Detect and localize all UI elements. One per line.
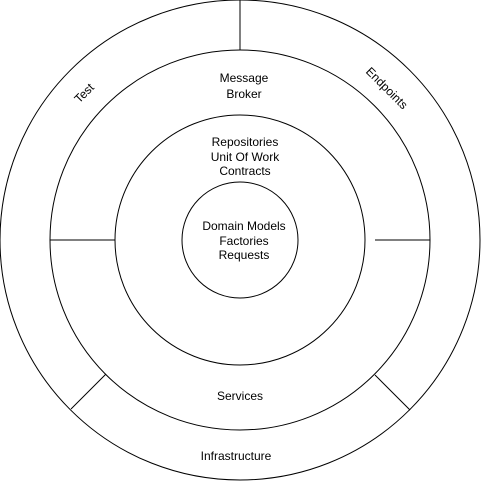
message-broker-label-line1: Message bbox=[220, 71, 269, 85]
domain-models-label: Domain Models bbox=[202, 219, 285, 233]
divider-bottom-right bbox=[374, 374, 411, 411]
contracts-label: Contracts bbox=[219, 164, 270, 178]
unit-of-work-label: Unit Of Work bbox=[211, 150, 280, 164]
core-circle bbox=[181, 181, 299, 299]
message-broker-label-line2: Broker bbox=[226, 87, 261, 101]
divider-bottom-left bbox=[70, 373, 107, 410]
factories-label: Factories bbox=[219, 234, 268, 248]
repositories-label: Repositories bbox=[212, 135, 279, 149]
requests-label: Requests bbox=[219, 248, 270, 262]
services-label: Services bbox=[217, 389, 263, 403]
test-label: Test bbox=[71, 80, 97, 106]
endpoints-label: Endpoints bbox=[363, 64, 411, 112]
infrastructure-label: Infrastructure bbox=[201, 449, 272, 463]
